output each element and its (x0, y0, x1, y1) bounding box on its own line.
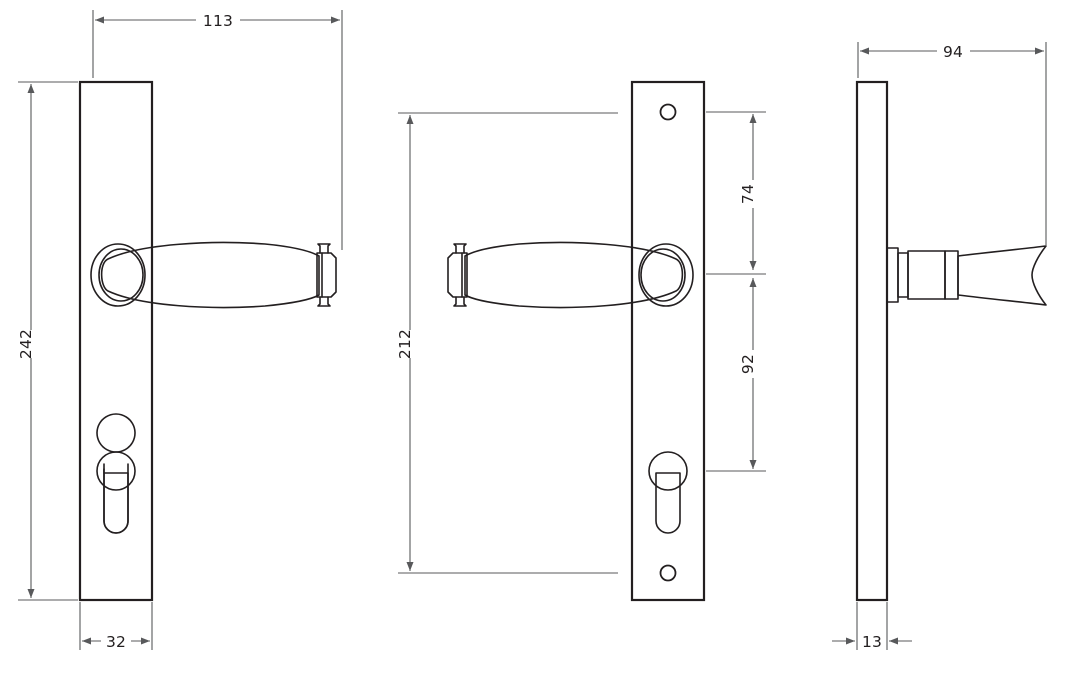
dim-label-92: 92 (739, 354, 757, 374)
lever-body-left (100, 241, 320, 309)
fixing-hole-bottom (659, 564, 677, 582)
rose-boss-side (886, 247, 899, 303)
fixing-hole-top (659, 103, 677, 121)
dim-label-242: 242 (17, 329, 35, 359)
backplate-edge-side (855, 80, 889, 602)
dim-label-74: 74 (739, 184, 757, 204)
neck-collar-1-side (897, 252, 909, 298)
dim-label-32: 32 (106, 633, 126, 651)
dim-label-13: 13 (862, 633, 882, 651)
euro-keyhole-circle-left (96, 451, 136, 491)
rose-inner-left (98, 248, 144, 302)
lever-stud-bottom-right (453, 296, 467, 307)
lever-stud-top-left (317, 243, 331, 254)
euro-keyhole-stem-right (655, 472, 681, 534)
side-view: 94 13 (832, 42, 1047, 651)
lever-stud-bottom-left (317, 296, 331, 307)
neck-collar-2-side (944, 250, 959, 300)
lever-stud-top-right (453, 243, 467, 254)
euro-keyhole-stem-left (103, 472, 129, 534)
rose-inner-right (640, 248, 686, 302)
dim-label-113: 113 (203, 12, 233, 30)
front-left-view: 242 113 32 (17, 10, 343, 651)
rose-outer-left (90, 243, 146, 307)
lever-barrel-side (907, 250, 946, 300)
euro-keyhole-circle-right (648, 451, 688, 491)
backplate-outline-left (78, 80, 154, 602)
dim-label-94: 94 (943, 43, 963, 61)
lever-blade-side (957, 245, 1047, 306)
front-right-view: 212 74 92 (396, 80, 766, 602)
dim-label-212: 212 (396, 329, 414, 359)
lever-end-cap-right (447, 252, 468, 298)
rose-outer-right (638, 243, 694, 307)
lever-body-right (464, 241, 684, 309)
lever-end-cap-left (316, 252, 337, 298)
backplate-outline-right (630, 80, 706, 602)
